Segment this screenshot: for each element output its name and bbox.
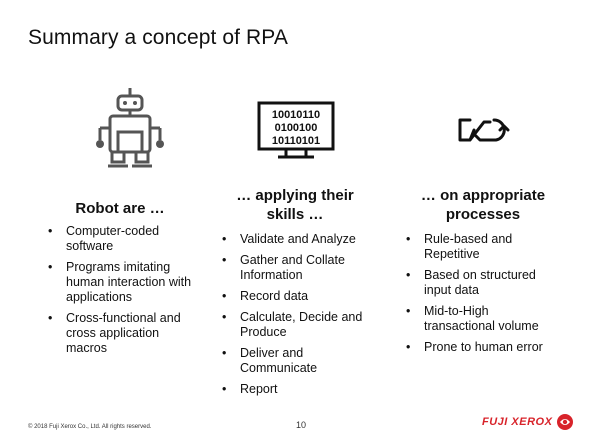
shuffle-refresh-icon bbox=[458, 118, 510, 142]
fuji-xerox-logo: FUJI XEROX bbox=[482, 413, 574, 431]
monitor-line-1: 10010110 bbox=[272, 109, 320, 121]
monitor-line-2: 0100100 bbox=[275, 122, 318, 134]
logo-text: FUJI XEROX bbox=[482, 416, 553, 428]
list-item: •Prone to human error bbox=[406, 340, 543, 354]
robot-icon bbox=[96, 88, 164, 168]
binary-monitor-icon: 10010110 0100100 10110101 bbox=[257, 101, 335, 159]
list-item: •Validate and Analyze bbox=[222, 232, 356, 246]
slide-title: Summary a concept of RPA bbox=[28, 26, 288, 49]
list-item: •Report bbox=[222, 382, 278, 396]
page-number: 10 bbox=[296, 420, 307, 430]
skills-bullet-list: •Validate and Analyze •Gather and Collat… bbox=[220, 232, 380, 403]
column-heading-processes: … on appropriate processes bbox=[420, 187, 546, 223]
copyright-notice: © 2018 Fuji Xerox Co., Ltd. All rights r… bbox=[28, 424, 152, 430]
list-item: •Record data bbox=[222, 289, 309, 303]
column-heading-skills: … applying their skills … bbox=[236, 187, 354, 223]
monitor-line-3: 10110101 bbox=[272, 135, 320, 147]
logo-swirl-icon bbox=[557, 414, 574, 430]
column-heading-robot: Robot are … bbox=[75, 200, 165, 217]
